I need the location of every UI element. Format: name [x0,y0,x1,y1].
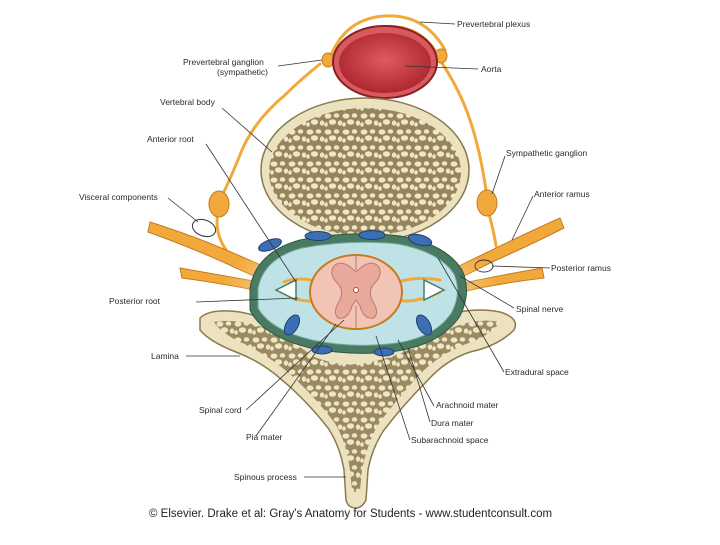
leader-subarachnoid-space [375,335,411,441]
right-anterior-root [396,276,442,284]
label-prevertebral-ganglion-line1: Prevertebral ganglion [183,57,264,67]
visceral-components-ring [191,218,217,238]
leader-arachnoid-mater [397,339,435,407]
leader-posterior-root [195,297,299,303]
label-anterior-ramus: Anterior ramus [534,189,590,199]
label-posterior-root: Posterior root [109,296,161,306]
label-vertebral-body: Vertebral body [160,97,215,107]
label-spinous-process: Spinous process [234,472,297,482]
label-spinal-cord: Spinal cord [199,405,242,415]
label-pia-mater: Pia mater [246,432,283,442]
leader-anterior-root [205,143,297,283]
leader-sympathetic-ganglion [491,155,506,195]
epidural-veins [258,230,433,357]
leader-prevertebral-plexus [419,21,456,25]
left-sympathetic-ganglion [208,190,230,218]
aorta-lumen [339,33,431,93]
vertebral-body-spongy [269,108,461,236]
label-anterior-root: Anterior root [147,134,194,144]
vein-3 [358,230,386,240]
copyright-credit: © Elsevier. Drake et al: Gray's Anatomy … [149,508,553,520]
leader-spinal-nerve [459,275,515,309]
label-visceral-components: Visceral components [79,192,158,202]
left-sympathetic-to-ramus [215,210,228,252]
leader-dura-mater [407,347,431,423]
left-ganglion-to-plexus [220,62,322,198]
vein-6 [415,314,433,336]
label-prevertebral-plexus: Prevertebral plexus [457,19,531,29]
plexus-arch [328,14,447,60]
vein-2 [304,231,332,241]
vein-7 [311,345,333,355]
leader-extradural-space [437,257,505,373]
label-extradural-space: Extradural space [505,367,569,377]
left-dorsal-root-ganglion [274,278,297,302]
label-aorta: Aorta [481,64,502,74]
leader-prevertebral-ganglion [277,59,323,67]
vein-8 [373,347,395,357]
vein-4 [407,233,433,247]
right-sympathetic-ganglion [476,189,498,217]
label-lamina: Lamina [151,351,179,361]
label-dura-mater: Dura mater [431,418,474,428]
label-prevertebral-ganglion-line2: (sympathetic) [217,67,269,77]
label-posterior-ramus: Posterior ramus [551,263,611,273]
label-subarachnoid-space: Subarachnoid space [411,435,489,445]
posterior-arch-spongy [214,320,500,492]
central-canal [353,287,359,293]
leader-vertebral-body [221,107,273,153]
label-sympathetic-ganglion: Sympathetic ganglion [506,148,588,158]
right-plexus-to-ganglion [438,58,488,192]
leader-visceral-components [167,197,199,223]
leader-lines [167,21,551,478]
leader-posterior-ramus [491,265,551,269]
label-spinal-nerve: Spinal nerve [516,304,564,314]
label-prevertebral-ganglion: Prevertebral ganglion (sympathetic) [183,57,268,77]
leader-anterior-ramus [511,195,534,241]
label-arachnoid-mater: Arachnoid mater [436,400,499,410]
leader-pia-mater [255,323,337,437]
right-dorsal-root-ganglion [423,278,446,302]
leader-aorta [404,65,479,70]
vein-1 [258,238,282,252]
vein-5 [283,314,301,336]
